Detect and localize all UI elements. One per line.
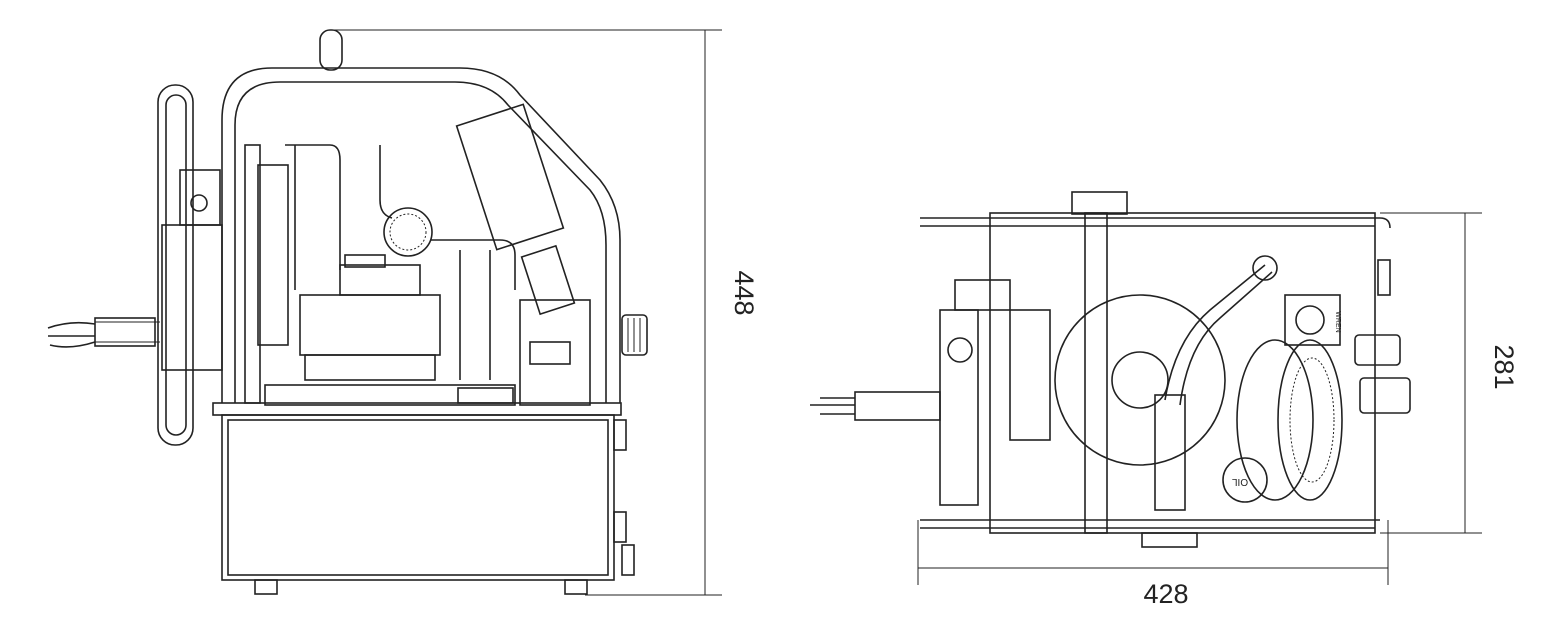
roll-cage xyxy=(221,67,621,403)
pressure-gauge-top xyxy=(1277,339,1343,501)
width-dimension: 428 xyxy=(1143,579,1188,609)
gauge-brand-label: WREN xyxy=(1334,311,1341,332)
motor xyxy=(161,224,223,371)
directional-valve xyxy=(519,299,591,406)
oil-label: OIL xyxy=(1232,476,1249,487)
motor-end-cap xyxy=(939,309,979,506)
base-plate xyxy=(212,402,622,416)
solenoid-valve xyxy=(455,103,565,251)
motor-top xyxy=(1054,294,1226,466)
lift-handle xyxy=(319,29,343,71)
pressure-gauge xyxy=(383,207,433,257)
frame xyxy=(989,212,1376,534)
valve-block xyxy=(299,294,441,356)
quick-coupler xyxy=(621,314,648,356)
oil-cap xyxy=(1222,457,1268,503)
dimension-lines xyxy=(330,29,1482,596)
top-view: WREN OIL xyxy=(810,191,1411,548)
side-view xyxy=(47,29,648,595)
depth-dimension: 281 xyxy=(1489,344,1519,389)
cable-gland xyxy=(94,317,156,347)
height-dimension: 448 xyxy=(729,270,759,315)
oil-tank xyxy=(221,414,615,581)
motor-handle xyxy=(157,84,194,446)
cable-gland-top xyxy=(854,391,941,421)
pressure-switch xyxy=(1284,294,1341,346)
